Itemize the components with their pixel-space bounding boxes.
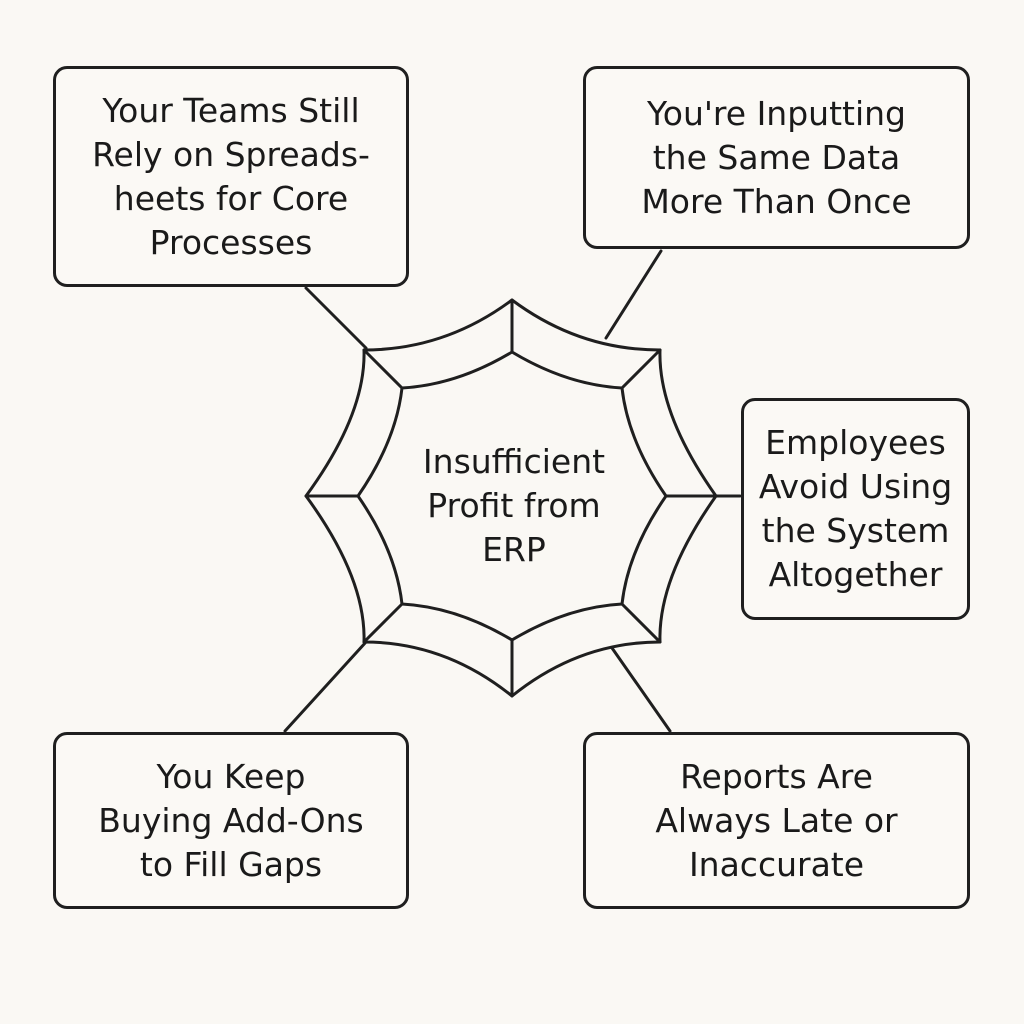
node-box-add-ons: You Keep Buying Add-Ons to Fill Gaps: [53, 732, 409, 909]
node-box-avoid-system: Employees Avoid Using the System Altoget…: [741, 398, 970, 620]
node-label-reports: Reports Are Always Late or Inaccurate: [655, 756, 898, 884]
web-spoke-top-left: [362, 348, 404, 390]
web-spoke-bottom-left: [362, 602, 404, 644]
web-spoke-bottom-right: [620, 602, 662, 644]
node-label-avoid-system: Employees Avoid Using the System Altoget…: [758, 423, 953, 594]
node-box-reports: Reports Are Always Late or Inaccurate: [583, 732, 970, 909]
connector-line-top-right: [604, 249, 663, 340]
node-box-spreadsheets: Your Teams Still Rely on Spreads- heets …: [53, 66, 409, 287]
node-label-duplicate-input: You're Inputting the Same Data More Than…: [641, 93, 912, 221]
connector-line-bottom-right: [610, 646, 672, 733]
center-node: Insufficient Profit from ERP: [392, 436, 636, 576]
connector-line-bottom-left: [283, 640, 368, 733]
node-box-duplicate-input: You're Inputting the Same Data More Than…: [583, 66, 970, 249]
web-spoke-top-right: [620, 348, 662, 390]
connector-line-top-left: [304, 286, 368, 350]
node-label-add-ons: You Keep Buying Add-Ons to Fill Gaps: [98, 756, 364, 884]
center-node-label: Insufficient Profit from ERP: [422, 442, 606, 569]
node-label-spreadsheets: Your Teams Still Rely on Spreads- heets …: [92, 90, 370, 262]
